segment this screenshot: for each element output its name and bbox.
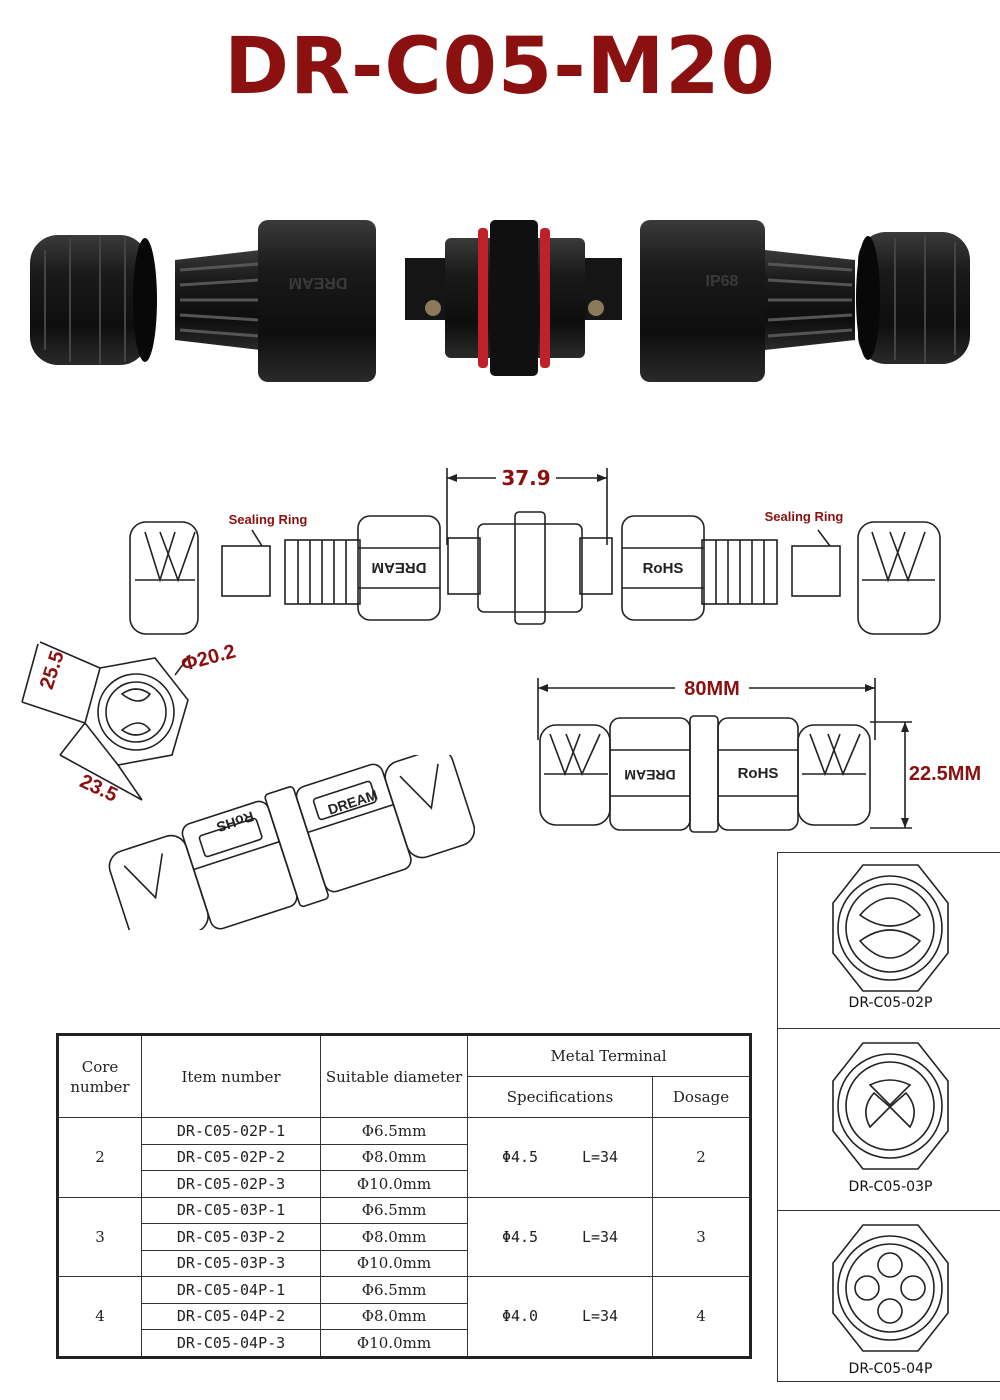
diameter-cell: Φ10.0mm xyxy=(320,1329,468,1358)
header-specifications: Specifications xyxy=(467,1076,653,1118)
item-cell: DR-C05-04P-3 xyxy=(141,1329,321,1358)
iso-rohs-label: RoHS xyxy=(215,808,256,835)
diameter-cell: Φ8.0mm xyxy=(320,1223,468,1251)
iso-dream-label: DREAM xyxy=(326,787,380,818)
diameter-cell: Φ8.0mm xyxy=(320,1302,468,1330)
ip68-label: IP68 xyxy=(706,273,739,290)
right-cap xyxy=(856,232,970,364)
table-row: 3 DR-C05-03P-1 Φ6.5mm Φ4.5 L=34 3 xyxy=(57,1196,751,1277)
table-row: DR-C05-03P-2 Φ8.0mm xyxy=(58,1223,751,1251)
isometric-view: RoHS DREAM xyxy=(108,755,475,930)
product-photo: DREAM IP68 xyxy=(30,220,970,382)
sealing-ring-right-label: Sealing Ring xyxy=(765,509,844,524)
exploded-drawing: 37.9 Sealing Ring Sealing Ring DREAM RoH… xyxy=(129,465,941,635)
assembled-dream-label: DREAM xyxy=(624,767,675,783)
table-row: DR-C05-02P-3 Φ10.0mm xyxy=(58,1170,751,1198)
item-cell: DR-C05-03P-1 xyxy=(141,1196,321,1224)
table-row: 4 DR-C05-04P-1 Φ6.5mm Φ4.0 L=34 4 xyxy=(57,1276,751,1358)
variant-02p-drawing xyxy=(832,864,949,992)
item-cell: DR-C05-02P-3 xyxy=(141,1170,321,1198)
spec-diameter: Φ4.0 xyxy=(501,1307,539,1326)
spec-length: L=34 xyxy=(581,1307,619,1326)
diameter-cell: Φ10.0mm xyxy=(320,1170,468,1198)
table-row: DR-C05-03P-3 Φ10.0mm xyxy=(58,1249,751,1277)
diameter-cell: Φ10.0mm xyxy=(320,1249,468,1277)
page-title: DR-C05-M20 xyxy=(224,22,776,112)
spec-cell: Φ4.5 L=34 xyxy=(467,1196,653,1277)
item-cell: DR-C05-04P-2 xyxy=(141,1302,321,1330)
dosage-cell: 2 xyxy=(652,1117,751,1198)
assembled-view: 80MM 22.5MM DREAM RoHS xyxy=(537,675,981,833)
spec-length: L=34 xyxy=(581,1148,619,1167)
spec-cell: Φ4.5 L=34 xyxy=(467,1117,653,1198)
variant-04p-drawing xyxy=(832,1224,949,1352)
diameter-cell: Φ6.5mm xyxy=(320,1276,468,1304)
length-dimension: 80MM xyxy=(684,678,740,700)
variant-03p-label: DR-C05-03P xyxy=(848,1179,933,1195)
dosage-cell: 4 xyxy=(652,1276,751,1358)
center-body xyxy=(405,220,622,376)
diameter-cell: Φ6.5mm xyxy=(320,1196,468,1224)
hex-across-corners: 25.5 xyxy=(36,648,69,692)
table-row: DR-C05-04P-2 Φ8.0mm xyxy=(58,1302,751,1330)
spec-cell: Φ4.0 L=34 xyxy=(467,1276,653,1358)
header-core-number: Core number xyxy=(57,1034,142,1118)
dream-label: DREAM xyxy=(372,559,427,576)
variant-02p: DR-C05-02P xyxy=(778,853,1000,1029)
spec-length: L=34 xyxy=(581,1227,619,1246)
variant-02p-label: DR-C05-02P xyxy=(848,995,933,1011)
svg-text:DREAM: DREAM xyxy=(289,274,348,291)
item-cell: DR-C05-02P-2 xyxy=(141,1143,321,1171)
variant-panel: DR-C05-02P DR-C05-03P DR-C05-04P xyxy=(777,852,1000,1382)
item-cell: DR-C05-03P-3 xyxy=(141,1249,321,1277)
diameter-dimension: Φ20.2 xyxy=(179,640,238,676)
header-metal-terminal: Metal Terminal xyxy=(467,1034,751,1077)
spec-table: Core number Item number Suitable diamete… xyxy=(56,1033,752,1359)
sealing-ring-left-label: Sealing Ring xyxy=(229,512,308,527)
header-suitable-diameter: Suitable diameter xyxy=(320,1034,468,1118)
core-cell: 3 xyxy=(57,1196,142,1277)
variant-03p: DR-C05-03P xyxy=(778,1029,1000,1211)
right-gland: IP68 xyxy=(640,220,855,382)
variant-04p-label: DR-C05-04P xyxy=(848,1361,933,1377)
header-item-number: Item number xyxy=(141,1034,321,1118)
left-cap xyxy=(30,235,157,365)
item-cell: DR-C05-04P-1 xyxy=(141,1276,321,1304)
diameter-cell: Φ6.5mm xyxy=(320,1117,468,1145)
item-cell: DR-C05-02P-1 xyxy=(141,1117,321,1145)
left-gland: DREAM xyxy=(175,220,376,382)
table-row: DR-C05-04P-3 Φ10.0mm xyxy=(58,1329,751,1358)
table-row: DR-C05-02P-2 Φ8.0mm xyxy=(58,1143,751,1171)
diameter-cell: Φ8.0mm xyxy=(320,1143,468,1171)
hex-end-view: 25.5 23.5 Φ20.2 xyxy=(21,640,238,807)
table-row: 2 DR-C05-02P-1 Φ6.5mm Φ4.5 L=34 2 xyxy=(57,1117,751,1198)
core-cell: 4 xyxy=(57,1276,142,1358)
height-dimension: 22.5MM xyxy=(909,763,981,785)
dosage-cell: 3 xyxy=(652,1196,751,1277)
spec-diameter: Φ4.5 xyxy=(501,1148,539,1167)
item-cell: DR-C05-03P-2 xyxy=(141,1223,321,1251)
variant-04p: DR-C05-04P xyxy=(778,1211,1000,1383)
spec-diameter: Φ4.5 xyxy=(501,1227,539,1246)
variant-03p-drawing xyxy=(832,1042,949,1170)
rohs-label: RoHS xyxy=(643,560,684,577)
header-dosage: Dosage xyxy=(652,1076,751,1118)
core-cell: 2 xyxy=(57,1117,142,1198)
width-dimension: 37.9 xyxy=(501,466,550,490)
assembled-rohs-label: RoHS xyxy=(738,765,779,782)
